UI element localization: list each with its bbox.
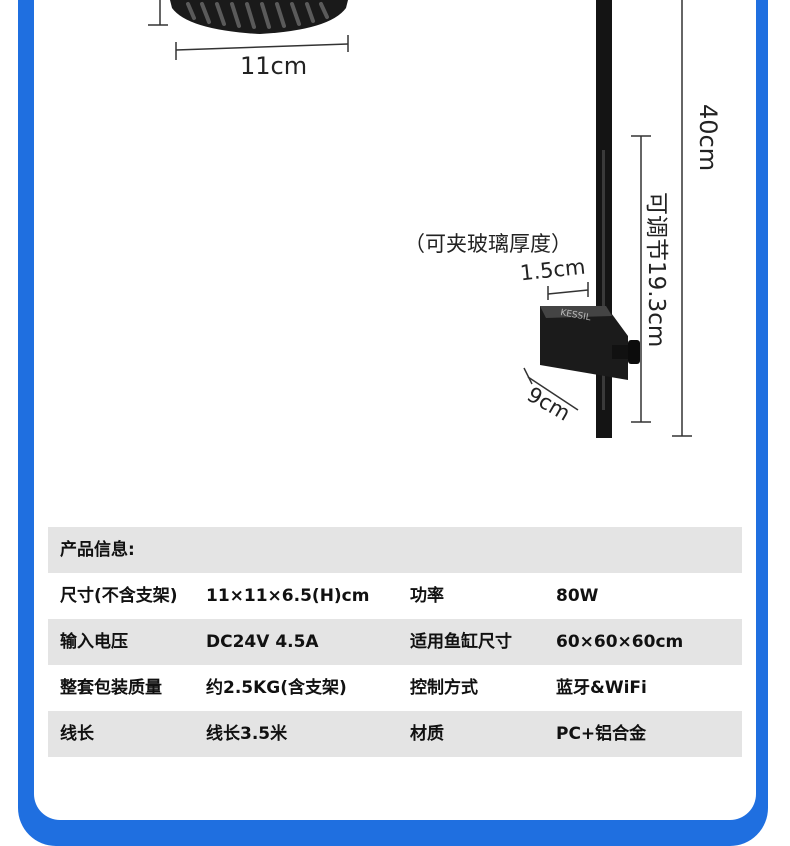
width-dimension-line [175, 35, 349, 60]
spec-key: 控制方式 [410, 678, 478, 698]
spec-value: 11×11×6.5(H)cm [206, 586, 370, 606]
table-row: 尺寸(不含支架) 11×11×6.5(H)cm 功率 80W [48, 573, 742, 619]
adjustable-label: 可调节19.3cm [643, 192, 669, 348]
spec-value: 60×60×60cm [556, 632, 684, 652]
width-label: 11cm [240, 52, 308, 80]
spec-title-row: 产品信息: [48, 527, 742, 573]
spec-title: 产品信息: [60, 540, 135, 560]
height-label: 40cm [694, 104, 722, 172]
clamp-thickness-dimension-line [547, 282, 589, 300]
height-dimension-line [672, 0, 692, 437]
spec-value: PC+铝合金 [556, 724, 647, 744]
spec-value: 线长3.5米 [206, 724, 288, 744]
table-row: 整套包装质量 约2.5KG(含支架) 控制方式 蓝牙&WiFi [48, 665, 742, 711]
lamp-head-image [170, 0, 348, 34]
clamp-note-label: （可夹玻璃厚度） [404, 232, 572, 256]
spec-key: 线长 [60, 724, 94, 744]
spec-table: 产品信息: 尺寸(不含支架) 11×11×6.5(H)cm 功率 80W 输入电… [48, 527, 742, 757]
table-row: 线长 线长3.5米 材质 PC+铝合金 [48, 711, 742, 757]
stand-pole-image: KESSIL [540, 0, 640, 438]
spec-value: 约2.5KG(含支架) [206, 678, 347, 698]
adjustable-dimension-line [631, 135, 651, 423]
spec-key: 尺寸(不含支架) [60, 586, 178, 606]
product-illustration: KESSIL [148, 0, 692, 438]
spec-value: DC24V 4.5A [206, 632, 319, 652]
table-row: 输入电压 DC24V 4.5A 适用鱼缸尺寸 60×60×60cm [48, 619, 742, 665]
spec-value: 蓝牙&WiFi [556, 678, 647, 698]
spec-key: 输入电压 [60, 632, 128, 652]
spec-key: 适用鱼缸尺寸 [410, 632, 512, 652]
clamp-depth-dimension-line [523, 367, 579, 411]
spec-key: 功率 [410, 586, 444, 606]
spec-value: 80W [556, 586, 599, 606]
spec-key: 材质 [410, 724, 444, 744]
spec-key: 整套包装质量 [60, 678, 162, 698]
